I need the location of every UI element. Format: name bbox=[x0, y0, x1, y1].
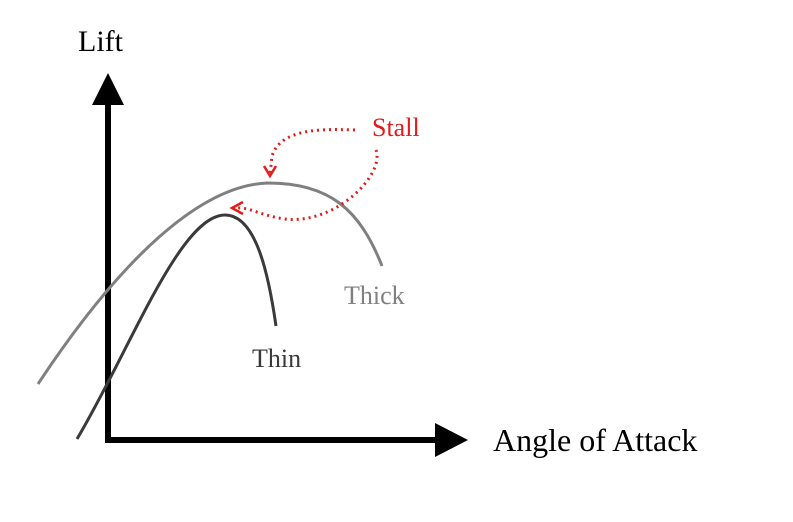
stall-arrowhead-thick bbox=[262, 165, 278, 179]
stall-label: Stall bbox=[372, 113, 420, 142]
y-axis-label: Lift bbox=[78, 25, 124, 58]
y-axis-arrowhead bbox=[92, 73, 124, 105]
x-axis-arrowhead bbox=[435, 423, 468, 457]
thick-curve bbox=[36, 181, 384, 385]
stall-arrowhead-thin bbox=[229, 200, 244, 216]
stall-arrow-thick bbox=[268, 128, 356, 175]
thick-label: Thick bbox=[344, 281, 405, 310]
thin-label: Thin bbox=[252, 344, 301, 373]
x-axis-label: Angle of Attack bbox=[493, 422, 697, 458]
thin-curve bbox=[75, 213, 278, 440]
